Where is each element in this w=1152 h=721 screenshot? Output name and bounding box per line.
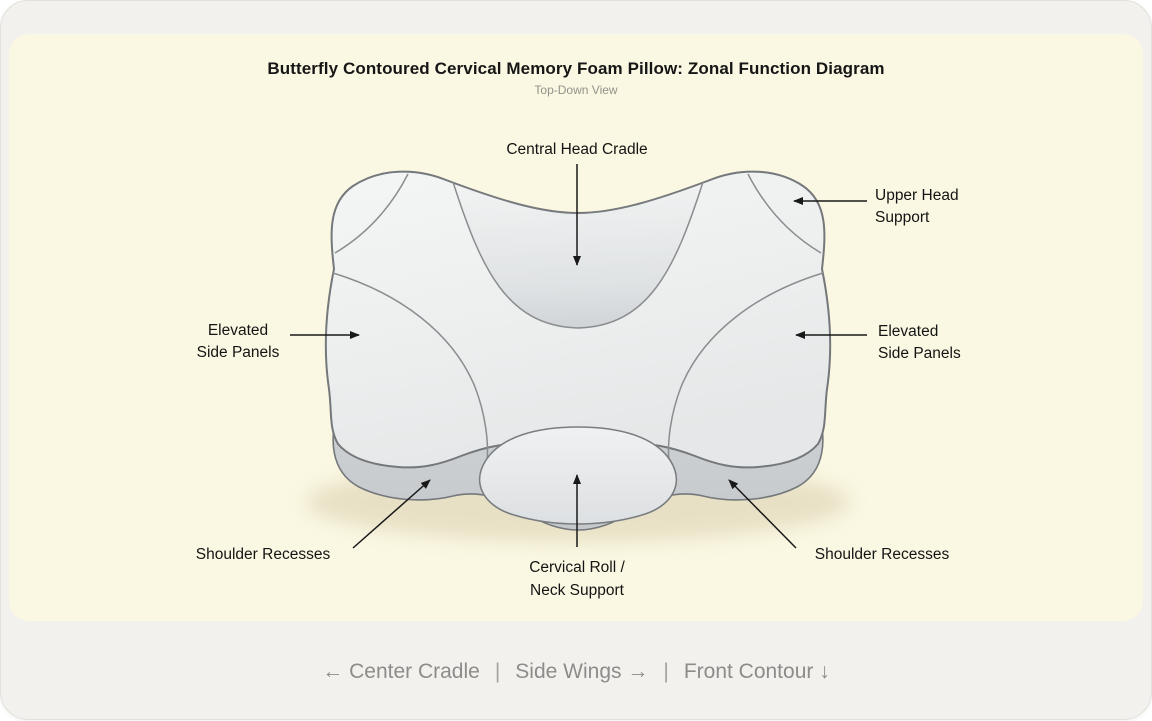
label-elevated-side-panels-left-line1: Elevated bbox=[208, 322, 268, 339]
cervical-roll-bulge bbox=[478, 426, 678, 525]
corner-arc-right bbox=[747, 173, 822, 254]
label-shoulder-recesses-left: Shoulder Recesses bbox=[196, 546, 331, 563]
legend-separator-2: | bbox=[663, 660, 669, 683]
arrow-shoulder-recesses-left bbox=[352, 479, 431, 549]
label-upper-head-support-line1: Upper Head bbox=[875, 187, 959, 204]
legend-front-contour: Front Contour ↓ bbox=[683, 660, 830, 683]
label-elevated-side-panels-right-line1: Elevated bbox=[878, 323, 938, 340]
side-panel-curve-left bbox=[332, 272, 489, 464]
page-subtitle: Top-Down View bbox=[534, 83, 618, 97]
head-cradle-outline bbox=[452, 181, 704, 329]
legend-footer: ← Center Cradle | Side Wings → | Front C… bbox=[1, 657, 1151, 687]
legend-side-wings: Side Wings → bbox=[515, 660, 649, 683]
arrow-shoulder-recesses-right bbox=[728, 479, 797, 549]
corner-arc-left bbox=[334, 173, 409, 254]
label-elevated-side-panels-left-line2: Side Panels bbox=[197, 344, 280, 361]
side-panel-curve-right bbox=[667, 272, 824, 464]
label-central-head-cradle: Central Head Cradle bbox=[506, 141, 647, 158]
legend-separator-1: | bbox=[494, 660, 501, 683]
label-cervical-roll-line2: Neck Support bbox=[530, 582, 625, 599]
label-elevated-side-panels-right-line2: Side Panels bbox=[878, 345, 961, 362]
legend-center-cradle: ← Center Cradle bbox=[322, 660, 480, 683]
head-cradle-zone bbox=[453, 182, 703, 328]
page-title: Butterfly Contoured Cervical Memory Foam… bbox=[267, 59, 885, 78]
label-shoulder-recesses-right: Shoulder Recesses bbox=[815, 546, 950, 563]
label-cervical-roll-line1: Cervical Roll / bbox=[529, 559, 625, 576]
label-upper-head-support-line2: Support bbox=[875, 209, 930, 226]
